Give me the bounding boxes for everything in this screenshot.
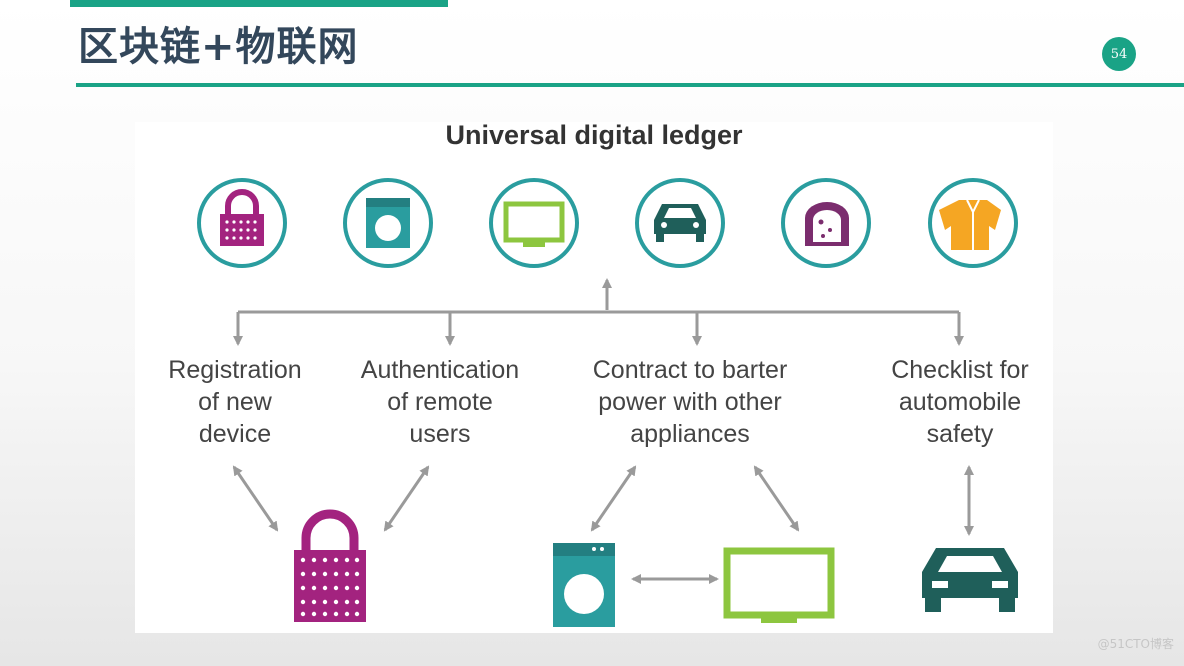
bottom-washing-machine-icon: [553, 543, 615, 627]
label-checklist: Checklist for automobile safety: [865, 354, 1055, 450]
top-coat-icon: [928, 178, 1018, 268]
ledger-diagram: Universal digital ledger Registration of…: [135, 122, 1053, 633]
label-authentication: Authentication of remote users: [340, 354, 540, 450]
top-car-icon: [635, 178, 725, 268]
bottom-lock-icon: [294, 509, 366, 622]
diagram-graphics: [197, 178, 1018, 627]
page-number-badge: 54: [1102, 37, 1136, 71]
title-divider: [76, 83, 1184, 87]
top-tv-icon: [489, 178, 579, 268]
label-registration: Registration of new device: [140, 354, 330, 450]
label-authentication-text: Authentication of remote users: [360, 356, 520, 448]
watermark: @51CTO博客: [1097, 637, 1174, 651]
slide-title: 区块链+物联网: [78, 24, 359, 70]
bottom-tv-icon: [723, 547, 835, 623]
figure-title: Universal digital ledger: [445, 120, 743, 150]
label-registration-text: Registration of new device: [168, 356, 302, 448]
top-lock-icon: [197, 178, 287, 268]
bottom-car-icon: [922, 548, 1018, 612]
top-accent-bar: [70, 0, 448, 7]
label-contract-text: Contract to barter power with other appl…: [592, 356, 788, 448]
label-checklist-text: Checklist for automobile safety: [891, 356, 1029, 448]
connector-lines: [232, 278, 974, 584]
label-contract: Contract to barter power with other appl…: [565, 354, 815, 450]
top-bread-icon: [781, 178, 871, 268]
top-washing-machine-icon: [343, 178, 433, 268]
